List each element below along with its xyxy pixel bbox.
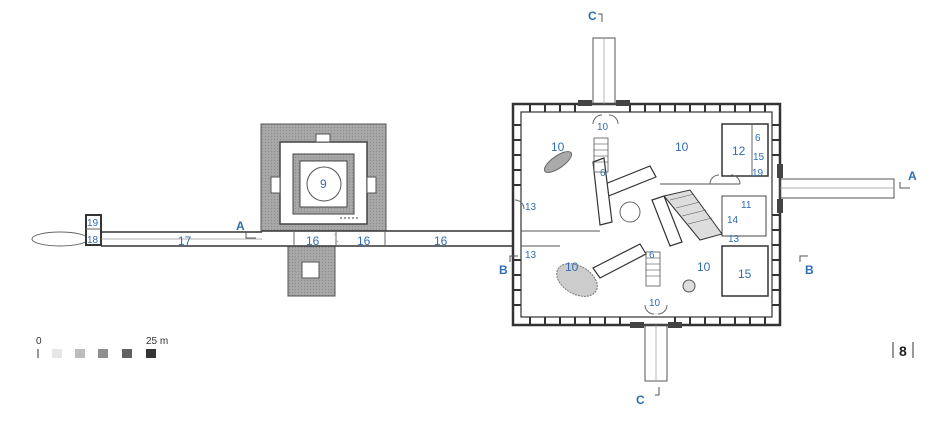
room-label: 6 xyxy=(600,168,606,179)
room-label: 16 xyxy=(434,234,448,248)
room-label: 15 xyxy=(738,267,752,281)
room-label: 10 xyxy=(551,140,565,154)
corridor-17 xyxy=(101,231,262,247)
room-label: 14 xyxy=(727,215,739,226)
entrance-pavilion xyxy=(31,214,102,247)
room-label: 19 xyxy=(752,168,764,179)
room-label: 6 xyxy=(755,133,761,144)
scale-zero: 0 xyxy=(36,336,42,347)
room-label: 16 xyxy=(306,234,320,248)
room-label: 6 xyxy=(649,250,655,261)
room-label: 11 xyxy=(741,200,752,211)
room-label: 15 xyxy=(753,152,765,163)
room-label: 12 xyxy=(732,144,746,158)
room-label: 13 xyxy=(728,234,740,245)
corridor-16 xyxy=(262,230,522,247)
section-label-c: C xyxy=(636,393,645,407)
section-lines xyxy=(245,13,910,396)
section-label-b: B xyxy=(805,263,814,277)
section-labels: A A B B C C xyxy=(236,9,917,407)
room-label: 10 xyxy=(649,298,661,309)
room-label: 13 xyxy=(525,202,537,213)
room-label: 13 xyxy=(525,250,537,261)
room-label: 10 xyxy=(565,260,579,274)
room-label: 10 xyxy=(675,140,689,154)
section-label-b: B xyxy=(499,263,508,277)
main-building xyxy=(511,102,782,327)
scale-length: 25 m xyxy=(146,336,168,347)
old-fortress-block xyxy=(260,123,387,297)
scale-bar: 0 25 m xyxy=(36,336,168,358)
room-labels: 9 10 10 10 10 10 10 11 12 13 13 13 14 15… xyxy=(87,122,765,309)
room-label: 10 xyxy=(597,122,609,133)
room-label: 17 xyxy=(178,234,192,248)
page-number-text: 8 xyxy=(899,343,907,359)
section-label-a: A xyxy=(236,219,245,233)
walkways xyxy=(578,37,895,382)
room-label: 19 xyxy=(87,218,99,229)
room-label: 9 xyxy=(320,177,327,191)
room-label: 16 xyxy=(357,234,371,248)
section-label-a: A xyxy=(908,169,917,183)
section-label-c: C xyxy=(588,9,597,23)
room-label: 10 xyxy=(697,260,711,274)
page-number: 8 xyxy=(892,342,914,359)
room-label: 18 xyxy=(87,235,99,246)
